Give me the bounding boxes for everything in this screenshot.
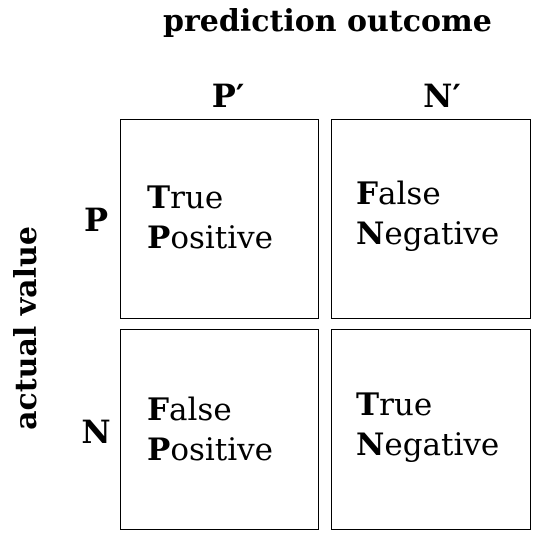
cell-label: False Positive xyxy=(147,390,273,470)
cell-true-negative: True Negative xyxy=(331,329,531,530)
cell-line-2: Positive xyxy=(147,220,274,256)
cell-line-2: Negative xyxy=(356,216,500,252)
cell-label: True Positive xyxy=(147,178,273,258)
cell-line-1: True xyxy=(356,387,433,423)
cell-line-1: False xyxy=(147,392,232,428)
cell-line-2: Positive xyxy=(147,432,274,468)
cell-label: True Negative xyxy=(356,385,499,465)
cell-line-2: Negative xyxy=(356,427,500,463)
cell-line-1: False xyxy=(356,176,441,212)
column-header-positive: P′ xyxy=(211,77,245,115)
side-label-text: actual value xyxy=(9,226,44,430)
cell-label: False Negative xyxy=(356,174,499,254)
title-text: prediction outcome xyxy=(163,4,492,39)
column-header-negative: N′ xyxy=(423,77,461,115)
row-header-negative: N xyxy=(81,413,111,451)
cell-true-positive: True Positive xyxy=(120,119,319,319)
cell-false-positive: False Positive xyxy=(120,329,319,530)
row-header-positive: P xyxy=(83,201,109,239)
cell-false-negative: False Negative xyxy=(331,119,531,319)
cell-line-1: True xyxy=(147,180,224,216)
